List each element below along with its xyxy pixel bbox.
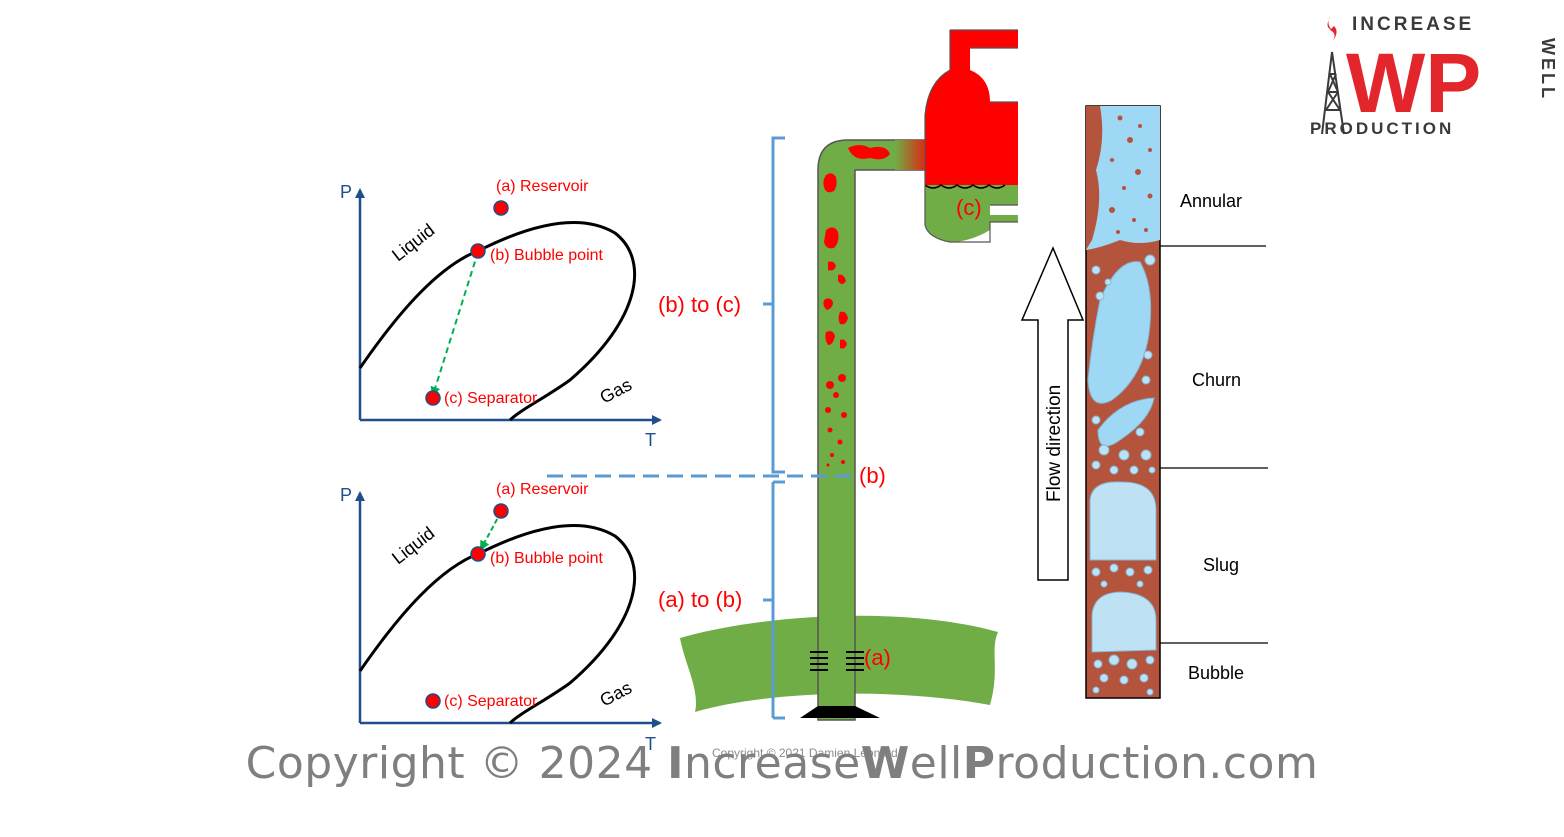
separator-liquid bbox=[925, 185, 1018, 242]
separator-gas bbox=[925, 30, 1018, 185]
perforations-right bbox=[846, 651, 864, 671]
pressure-drop-arrow bbox=[480, 511, 502, 551]
bracket-upper bbox=[771, 136, 775, 474]
logo-side-word: WELL bbox=[1538, 38, 1558, 101]
watermark-prefix: Copyright © 2024 bbox=[245, 738, 668, 789]
separator-label: (c) Separator bbox=[444, 390, 538, 407]
well-label-b: (b) bbox=[859, 463, 886, 488]
phase-envelope bbox=[358, 221, 636, 422]
watermark-ell: ell bbox=[909, 738, 963, 789]
annular-droplets bbox=[1109, 115, 1153, 234]
bubble-point-label: (b) Bubble point bbox=[490, 550, 604, 567]
phase-diagram-bottom: P T Liquid Gas (a) Reservoir (b) Bubble … bbox=[340, 481, 662, 754]
range-upper-label: (b) to (c) bbox=[658, 292, 741, 317]
gas-label: Gas bbox=[596, 677, 635, 710]
perforations-left bbox=[810, 651, 828, 671]
company-logo: INCREASE WP WELL PRODUCTION bbox=[1310, 14, 1558, 138]
wellhead-base bbox=[800, 706, 880, 718]
reservoir-label: (a) Reservoir bbox=[496, 178, 589, 195]
well-schematic: (b) to (c) (a) to (b) (b) (a) (c) bbox=[547, 29, 1018, 721]
well-label-a: (a) bbox=[864, 645, 891, 670]
taylor-bubble-2 bbox=[1091, 591, 1157, 653]
watermark-roduction: roduction.com bbox=[995, 738, 1319, 789]
regime-slug: Slug bbox=[1203, 555, 1239, 575]
watermark-w: W bbox=[860, 738, 910, 789]
logo-letters: WP bbox=[1346, 36, 1481, 130]
copyright-watermark: Copyright © 2024 IncreaseWellProduction.… bbox=[0, 738, 1564, 789]
t-axis-label: T bbox=[645, 430, 656, 450]
flame-icon bbox=[1327, 16, 1332, 30]
phase-envelope bbox=[358, 524, 636, 725]
regime-bubble: Bubble bbox=[1188, 663, 1244, 683]
range-lower-label: (a) to (b) bbox=[658, 587, 742, 612]
t-axis-label: T bbox=[645, 734, 656, 754]
separator-outline bbox=[924, 29, 1018, 243]
pressure-drop-arrow bbox=[430, 251, 479, 397]
reservoir-label: (a) Reservoir bbox=[496, 481, 589, 498]
watermark-ncrease: ncrease bbox=[683, 738, 861, 789]
small-copyright: Copyright © 2021 Damien Léonard bbox=[712, 746, 898, 760]
liquid-level bbox=[924, 184, 1006, 189]
liquid-label: Liquid bbox=[388, 220, 438, 265]
watermark-i: I bbox=[667, 738, 684, 789]
dispersed-bubbles bbox=[1091, 254, 1156, 696]
flow-regimes: Flow direction bbox=[1020, 105, 1268, 699]
regime-annular: Annular bbox=[1180, 191, 1242, 211]
logo-top-word: INCREASE bbox=[1352, 14, 1474, 35]
liquid-label: Liquid bbox=[388, 523, 438, 568]
gas-bubbles-tubing bbox=[823, 145, 890, 467]
regime-churn: Churn bbox=[1192, 370, 1241, 390]
well-label-c: (c) bbox=[956, 195, 982, 220]
bubble-point bbox=[470, 243, 486, 259]
watermark-p: P bbox=[962, 738, 996, 789]
separator-point bbox=[425, 693, 441, 709]
gas-label: Gas bbox=[596, 374, 635, 407]
flow-arrow bbox=[1020, 246, 1085, 581]
derrick-icon bbox=[1321, 51, 1345, 135]
logo-bottom-word: PRODUCTION bbox=[1310, 119, 1454, 138]
phase-diagram-top: P T Liquid Gas (a) Reservoir (b) Bubble … bbox=[340, 178, 662, 450]
reservoir-point bbox=[493, 200, 509, 216]
reservoir-point bbox=[493, 503, 509, 519]
flow-direction-label: Flow direction bbox=[1044, 385, 1065, 502]
bubble-point-label: (b) Bubble point bbox=[490, 247, 604, 264]
taylor-bubble-1 bbox=[1089, 481, 1157, 561]
p-axis-label: P bbox=[340, 182, 352, 202]
bubble-point bbox=[470, 546, 486, 562]
separator-point bbox=[425, 390, 441, 406]
p-axis-label: P bbox=[340, 485, 352, 505]
separator-label: (c) Separator bbox=[444, 693, 538, 710]
annular-gas-core bbox=[1086, 106, 1160, 250]
